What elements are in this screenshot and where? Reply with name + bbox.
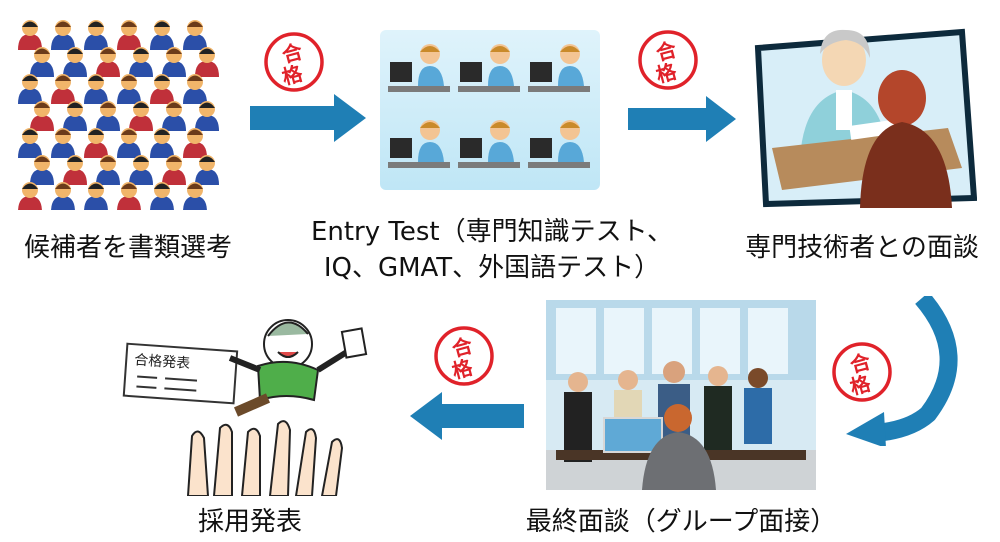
step-announcement-label: 採用発表 — [197, 507, 302, 537]
candidate-figure — [150, 74, 174, 104]
entry-test-illustration — [380, 30, 600, 190]
test-taker-figure — [458, 44, 520, 92]
pass-stamp-4: 合 格 — [432, 324, 496, 388]
group-interview-photo-icon — [546, 300, 816, 490]
announcement-illustration: 合格発表 — [118, 296, 378, 496]
step-entry-test-label-line1: Entry Test（専門知識テスト、 — [310, 217, 674, 247]
candidate-figure — [129, 47, 153, 77]
candidate-figure — [117, 128, 141, 158]
pass-stamp-icon: 合 格 — [832, 342, 892, 402]
candidate-figure — [117, 20, 141, 50]
candidate-figure — [18, 74, 42, 104]
candidate-figure — [63, 155, 87, 185]
candidate-figure — [63, 47, 87, 77]
candidate-figure — [18, 20, 42, 50]
flow-arrow-right-2 — [628, 96, 738, 142]
pass-stamp-icon: 合 格 — [434, 326, 494, 386]
step-document-screening-label: 候補者を書類選考 — [23, 233, 232, 263]
candidate-figure — [183, 128, 207, 158]
test-taker-figure — [388, 44, 450, 92]
candidate-figure — [18, 128, 42, 158]
candidate-figure — [150, 20, 174, 50]
candidate-figure — [96, 155, 120, 185]
candidate-figure — [162, 47, 186, 77]
candidates-crowd-illustration — [14, 10, 229, 210]
candidate-figure — [162, 101, 186, 131]
step-technical-interview-label: 専門技術者との面談 — [745, 233, 979, 263]
candidate-figure — [30, 47, 54, 77]
pass-stamp-icon: 合 格 — [264, 32, 324, 92]
candidate-figure — [51, 74, 75, 104]
candidate-figure — [183, 20, 207, 50]
test-taker-figure — [458, 120, 520, 168]
flow-arrow-curve-down — [832, 296, 972, 446]
candidate-figure — [84, 182, 108, 210]
flow-arrow-right-1 — [250, 94, 368, 142]
candidate-figure — [84, 20, 108, 50]
candidate-figure — [117, 182, 141, 210]
candidate-figure — [30, 101, 54, 131]
celebration-icon: 合格発表 — [122, 319, 368, 496]
pass-stamp-3: 合 格 — [830, 340, 894, 404]
candidate-figure — [183, 182, 207, 210]
candidate-figure — [117, 74, 141, 104]
test-taker-figure — [388, 120, 450, 168]
candidate-figure — [129, 101, 153, 131]
candidate-figure — [51, 20, 75, 50]
candidate-figure — [96, 47, 120, 77]
candidate-figure — [150, 128, 174, 158]
candidate-figure — [84, 74, 108, 104]
candidate-figure — [195, 155, 219, 185]
step-entry-test-label-line2: IQ、GMAT、外国語テスト） — [323, 253, 661, 283]
interview-scene-icon — [754, 28, 977, 208]
technical-interview-illustration — [752, 18, 977, 210]
final-interview-illustration — [546, 300, 816, 490]
candidate-figure — [51, 128, 75, 158]
test-taker-figure — [528, 120, 590, 168]
candidates-crowd-icon — [18, 20, 219, 210]
candidate-figure — [96, 101, 120, 131]
candidate-figure — [84, 128, 108, 158]
candidate-figure — [150, 182, 174, 210]
test-takers-icon — [388, 44, 590, 168]
candidate-figure — [195, 47, 219, 77]
test-taker-figure — [528, 44, 590, 92]
step-final-interview-label: 最終面談（グループ面接） — [525, 507, 837, 537]
flow-arrow-left — [408, 392, 526, 440]
candidate-figure — [51, 182, 75, 210]
candidate-figure — [129, 155, 153, 185]
candidate-figure — [162, 155, 186, 185]
notice-paper-text: 合格発表 — [134, 352, 191, 372]
pass-stamp-icon: 合 格 — [638, 30, 698, 90]
candidate-figure — [195, 101, 219, 131]
candidate-figure — [30, 155, 54, 185]
candidate-figure — [18, 182, 42, 210]
pass-stamp-1: 合 格 — [262, 30, 326, 94]
pass-stamp-2: 合 格 — [636, 28, 700, 92]
candidate-figure — [63, 101, 87, 131]
candidate-figure — [183, 74, 207, 104]
